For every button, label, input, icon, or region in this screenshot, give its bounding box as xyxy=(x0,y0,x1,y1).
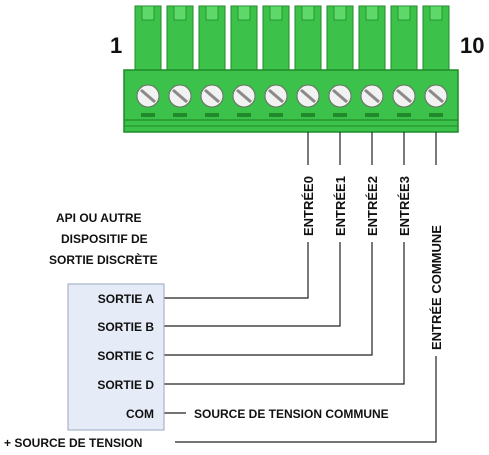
terminal-pin-notch xyxy=(237,5,251,21)
terminal-slot xyxy=(269,113,283,117)
terminal-pin-notch xyxy=(397,5,411,21)
screw-icon xyxy=(232,84,256,108)
device-title-line-3: SORTIE DISCRÈTE xyxy=(49,252,158,267)
terminal-slot xyxy=(237,113,251,117)
wire-sortie-a xyxy=(164,242,309,299)
pin-number-right: 10 xyxy=(460,33,484,58)
terminal-pin-notch xyxy=(141,5,155,21)
com-source-label: SOURCE DE TENSION COMMUNE xyxy=(194,407,389,421)
terminal-pin-notch xyxy=(205,5,219,21)
screw-icon xyxy=(392,84,416,108)
wire-sortie-c xyxy=(164,242,373,356)
input-label-2: ENTRÉE2 xyxy=(365,176,380,236)
terminal-slot xyxy=(365,113,379,117)
terminal-slot xyxy=(301,113,315,117)
wire-sortie-b xyxy=(164,242,341,327)
wire-sortie-d xyxy=(164,242,405,385)
screw-icon xyxy=(168,84,192,108)
terminal-pin-housing xyxy=(230,5,258,73)
device-title-line-2: DISPOSITIF DE xyxy=(61,232,148,246)
terminal-pin-notch xyxy=(333,5,347,21)
screw-icon xyxy=(200,84,224,108)
terminal-pin-notch xyxy=(429,5,443,21)
terminal-slot xyxy=(429,113,443,117)
terminal-pin-notch xyxy=(269,5,283,21)
output-label-a: SORTIE A xyxy=(98,292,155,306)
input-label-0: ENTRÉE0 xyxy=(301,176,316,236)
terminal-slot xyxy=(397,113,411,117)
device-title-line-1: API OU AUTRE xyxy=(56,211,142,225)
input-label-1: ENTRÉE1 xyxy=(333,176,348,236)
terminal-block xyxy=(123,5,459,133)
screw-icon xyxy=(424,84,448,108)
terminal-slot xyxy=(205,113,219,117)
output-label-com: COM xyxy=(126,407,154,421)
terminal-slot xyxy=(333,113,347,117)
terminal-slot xyxy=(141,113,155,117)
output-label-d: SORTIE D xyxy=(97,378,154,392)
terminal-slot xyxy=(173,113,187,117)
plus-source-label: + SOURCE DE TENSION xyxy=(4,436,142,450)
terminal-pin-notch xyxy=(173,5,187,21)
screw-icon xyxy=(136,84,160,108)
terminal-pin-notch xyxy=(301,5,315,21)
screw-icon xyxy=(360,84,384,108)
output-label-c: SORTIE C xyxy=(97,349,154,363)
screw-icon xyxy=(296,84,320,108)
screw-icon xyxy=(328,84,352,108)
output-label-b: SORTIE B xyxy=(97,320,154,334)
input-label-3: ENTRÉE3 xyxy=(397,176,412,236)
terminal-pin-notch xyxy=(365,5,379,21)
screw-icon xyxy=(264,84,288,108)
pin-number-left: 1 xyxy=(110,33,122,58)
input-label-common: ENTRÉE COMMUNE xyxy=(429,225,444,350)
device-box xyxy=(67,283,165,431)
wire-plus-source xyxy=(175,356,437,443)
